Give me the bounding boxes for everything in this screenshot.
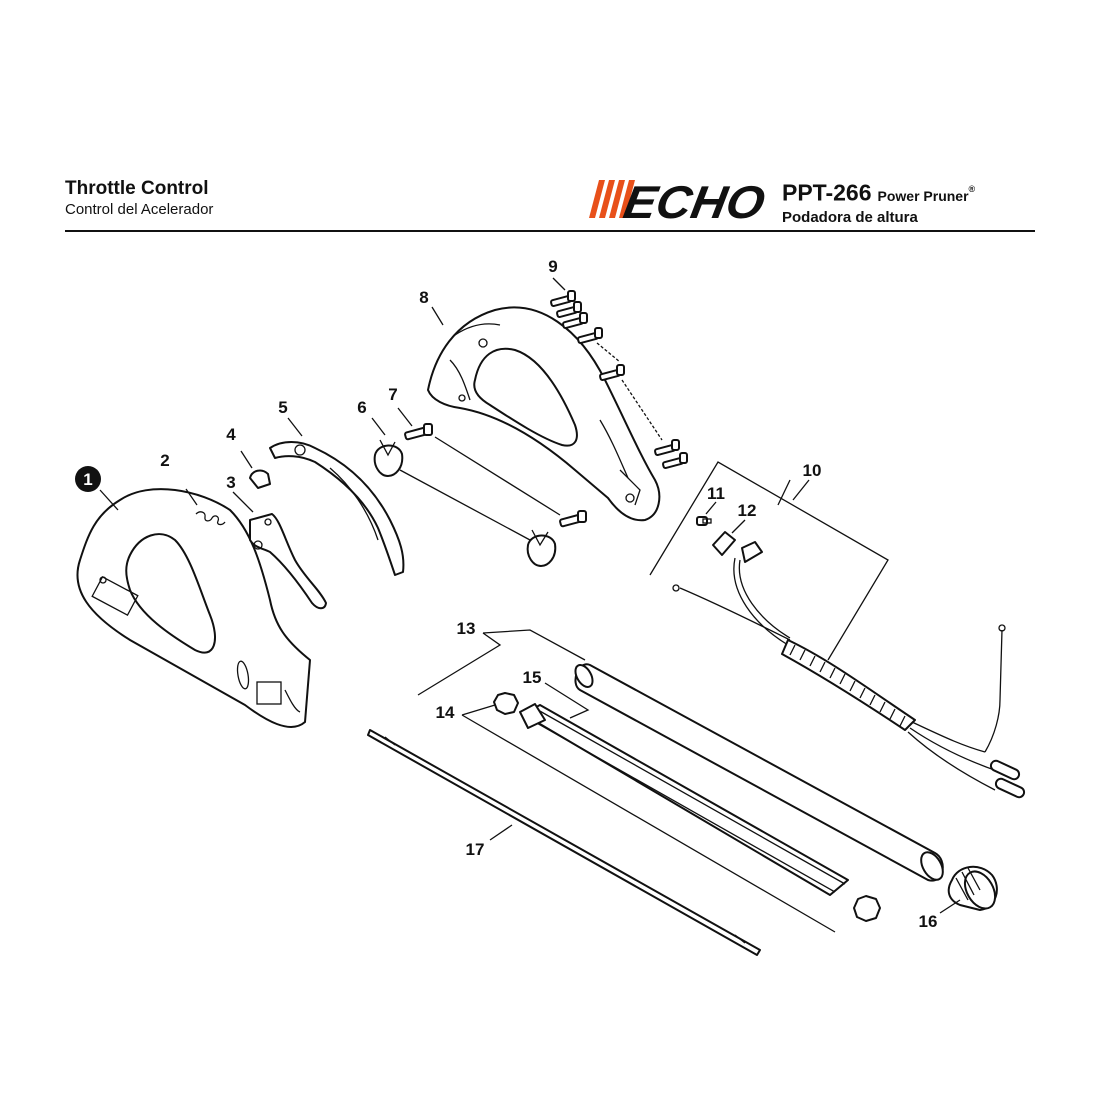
part-3-throttle-lever[interactable] <box>232 491 327 610</box>
part-8-handle-half[interactable] <box>427 306 661 522</box>
page-subtitle: Control del Acelerador <box>65 201 214 218</box>
callout-11: 11 <box>707 484 725 503</box>
page-title: Throttle Control <box>65 178 209 199</box>
model-block: PPT-266 Power Pruner® Podadora de altura <box>782 176 975 227</box>
echo-logo-stripes <box>589 180 635 218</box>
part-7-screw-lower[interactable] <box>559 510 587 528</box>
callout-7-leader <box>397 407 413 427</box>
callout-13: 13 <box>457 619 476 638</box>
callout-16: 16 <box>919 912 938 931</box>
part-11-screw[interactable] <box>696 501 717 526</box>
header-divider <box>65 230 1035 232</box>
product-name-es: Podadora de altura <box>782 208 918 226</box>
part-9-screws[interactable] <box>550 277 688 470</box>
callout-17: 17 <box>466 840 485 859</box>
svg-text:1: 1 <box>83 470 92 489</box>
echo-logo: ECHO <box>589 176 769 222</box>
callout-14-leader <box>461 714 836 933</box>
callout-6-leader-2 <box>399 469 531 541</box>
part-16-bushing[interactable] <box>939 865 1001 914</box>
callout-3: 3 <box>226 473 235 492</box>
part-6-clamp-upper[interactable] <box>373 439 404 477</box>
brand-header: ECHO PPT-266 Power Pruner® Podadora de al… <box>585 176 1045 226</box>
part-13-tube[interactable] <box>417 629 947 883</box>
registered-mark: ® <box>968 184 976 194</box>
part-5-trigger-lock[interactable] <box>269 417 405 576</box>
echo-logo-wordmark: ECHO <box>620 176 769 222</box>
callout-10-leader <box>792 479 810 501</box>
part-17-drive-shaft[interactable] <box>367 729 761 956</box>
part-14-snap-ring-upper[interactable] <box>493 692 519 715</box>
part-7-screw-upper[interactable] <box>404 423 433 441</box>
callout-7-leader-2 <box>434 436 561 516</box>
page-header: Throttle Control Control del Acelerador <box>65 178 213 220</box>
part-14-snap-ring-lower[interactable] <box>853 895 881 922</box>
part-15-shaft-liner[interactable] <box>519 682 849 896</box>
callout-2: 2 <box>160 451 169 470</box>
model-number: PPT-266 <box>782 179 872 206</box>
part-2-spring[interactable] <box>185 488 226 526</box>
callout-6: 6 <box>357 398 366 417</box>
callout-7: 7 <box>388 385 397 404</box>
model-line: PPT-266 Power Pruner® <box>782 176 975 209</box>
callout-6-leader <box>371 417 386 436</box>
part-12-clip[interactable] <box>712 519 746 556</box>
callout-15: 15 <box>523 668 542 687</box>
part-6-clamp-lower[interactable] <box>526 529 557 567</box>
callout-10: 10 <box>803 461 822 480</box>
callout-9: 9 <box>548 257 557 276</box>
callout-5: 5 <box>278 398 287 417</box>
part-10-throttle-cable[interactable] <box>649 461 1026 799</box>
part-4-clip[interactable] <box>240 450 271 489</box>
callout-14: 14 <box>436 703 455 722</box>
callout-12: 12 <box>738 501 757 520</box>
product-name: Power Pruner <box>877 187 969 204</box>
callout-4: 4 <box>226 425 236 444</box>
callout-1: 1 <box>75 466 119 511</box>
callout-14-leader-2 <box>461 704 496 716</box>
part-1-handle-half[interactable] <box>76 488 311 728</box>
callout-8: 8 <box>419 288 428 307</box>
